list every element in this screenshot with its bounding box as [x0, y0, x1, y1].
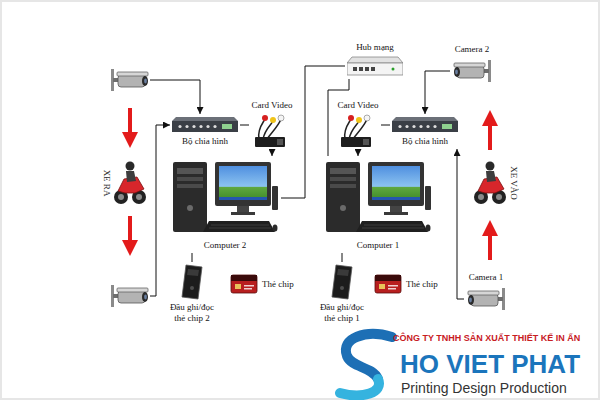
card-reader: Đầu ghi/đọc thẻ chip 2: [162, 262, 222, 326]
camera: Camera 1: [464, 270, 508, 315]
motorbike-icon: [114, 162, 146, 205]
reader-icon: [182, 265, 202, 299]
icon-slot: [466, 285, 506, 313]
device-label: Bộ chia hình: [402, 136, 448, 147]
camera-icon: [111, 69, 148, 91]
video-splitter: Bộ chia hình: [170, 114, 240, 149]
icon-slot: [324, 158, 432, 238]
video-card: Card Video: [335, 98, 381, 151]
device-label: Card Video: [251, 100, 292, 111]
motorbike-icon: [474, 162, 506, 205]
cable: [425, 71, 450, 114]
icon-slot: [392, 116, 458, 134]
device-label: Đầu ghi/đọc thẻ chip 1: [314, 302, 370, 324]
chip-card: Thẻ chip: [372, 272, 440, 296]
device-label: Hub mạng: [356, 42, 394, 53]
icon-slot: [181, 264, 203, 300]
direction-label: XE VÀO: [508, 166, 519, 200]
company-name: CÔNG TY TNHH SẢN XUẤT THIẾT KẾ IN ẤN: [393, 333, 580, 344]
icon-slot: [171, 158, 279, 238]
icon-slot: [337, 113, 379, 149]
video-card-icon: [255, 115, 285, 147]
camera-icon: [468, 288, 505, 310]
cable: [457, 149, 464, 299]
cable: [240, 125, 249, 126]
computer-icon: [326, 162, 431, 232]
reader-icon: [332, 265, 352, 299]
cable: [281, 66, 345, 198]
chip-card-icon: [231, 275, 257, 293]
camera-icon: [454, 60, 491, 82]
direction-label: XE RA: [101, 170, 112, 197]
cable: [358, 151, 359, 156]
logo-mark: [340, 334, 392, 395]
icon-slot: [230, 274, 258, 294]
video-card-icon: [341, 115, 371, 147]
device-label: Thẻ chip: [262, 279, 294, 290]
computer: Computer 2: [169, 156, 281, 253]
card-reader: Đầu ghi/đọc thẻ chip 1: [312, 262, 372, 326]
device-label: Bộ chia hình: [182, 136, 228, 147]
splitter-icon: [392, 117, 458, 132]
device-label: Camera 1: [469, 272, 504, 283]
chip-card: Thẻ chip: [228, 272, 296, 296]
camera: Camera 2: [450, 42, 494, 87]
cable: [381, 125, 390, 126]
video-splitter: Bộ chia hình: [390, 114, 460, 149]
camera-wire: [150, 125, 170, 296]
chip-card-icon: [375, 275, 401, 293]
device-label: Computer 2: [204, 240, 247, 251]
device-label: Đầu ghi/đọc thẻ chip 2: [164, 302, 220, 324]
cable: [272, 151, 273, 156]
icon-slot: [172, 116, 238, 134]
device-label: Thẻ chip: [406, 279, 438, 290]
camera-wire: [150, 80, 200, 114]
icon-slot: [452, 57, 492, 85]
camera-icon: [111, 285, 148, 307]
icon-slot: [374, 274, 402, 294]
computer: Computer 1: [322, 156, 434, 253]
brand-tagline: Printing Design Production: [401, 380, 567, 396]
computer-icon: [173, 162, 278, 232]
cable: [328, 79, 349, 156]
brand-name: HO VIET PHAT: [400, 349, 580, 379]
icon-slot: [331, 264, 353, 300]
device-label: Camera 2: [455, 44, 490, 55]
device-label: Card Video: [337, 100, 378, 111]
hub-icon: [347, 57, 403, 75]
cable: [342, 253, 343, 262]
cable: [192, 253, 193, 262]
device-label: Computer 1: [357, 240, 400, 251]
icon-slot: [251, 113, 293, 149]
icon-slot: [347, 55, 403, 77]
splitter-icon: [172, 117, 238, 132]
network-hub: Hub mạng: [345, 40, 405, 79]
video-card: Card Video: [249, 98, 295, 151]
